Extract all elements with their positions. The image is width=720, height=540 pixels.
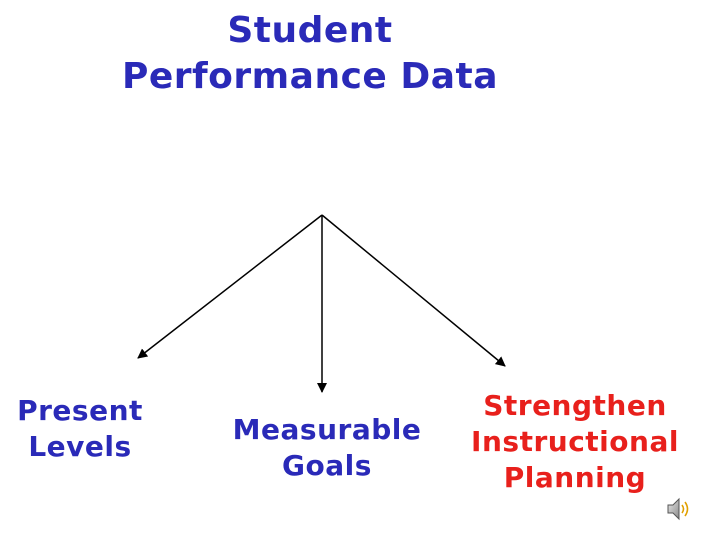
node-instructional-planning-line-1: Strengthen — [483, 389, 667, 422]
node-present-levels-line-1: Present — [17, 394, 143, 427]
diagram-title: Student Performance Data — [90, 8, 530, 100]
node-instructional-planning-line-3: Planning — [503, 461, 647, 494]
arrow-to-present-levels — [137, 214, 323, 359]
node-measurable-goals: Measurable Goals — [222, 412, 432, 484]
title-line-1: Student — [227, 10, 393, 51]
node-measurable-goals-line-1: Measurable — [232, 413, 422, 446]
node-present-levels: Present Levels — [0, 393, 160, 465]
node-instructional-planning: Strengthen Instructional Planning — [460, 388, 690, 496]
arrow-to-instructional-planning — [321, 214, 506, 367]
node-measurable-goals-line-2: Goals — [282, 449, 372, 482]
title-line-2: Performance Data — [121, 56, 499, 97]
node-instructional-planning-line-2: Instructional — [471, 425, 679, 458]
speaker-icon[interactable] — [666, 496, 692, 522]
node-present-levels-line-2: Levels — [28, 430, 132, 463]
